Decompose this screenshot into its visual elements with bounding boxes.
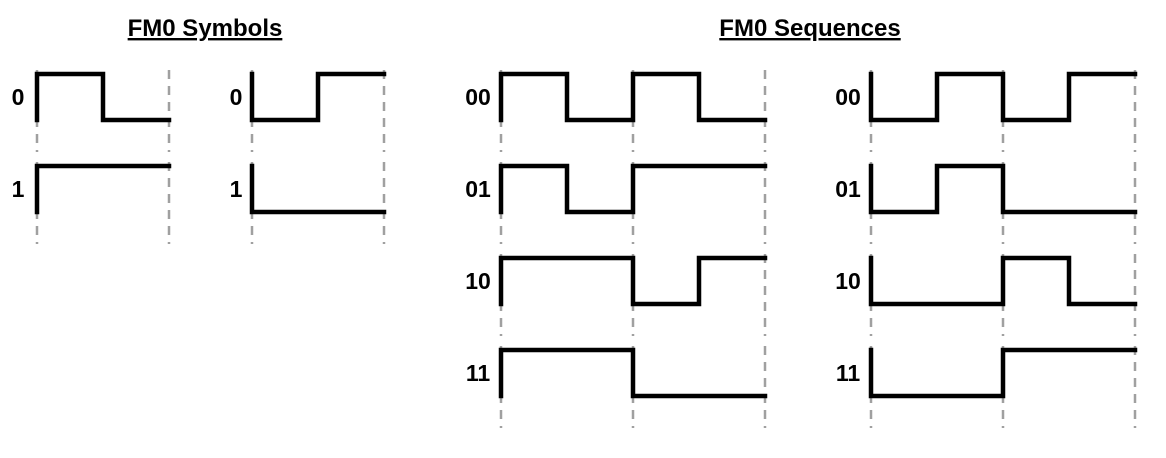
- bit-label: 1: [230, 176, 243, 202]
- waveform: [249, 163, 387, 215]
- bit-label: 11: [466, 360, 491, 386]
- sequence-4: 00: [835, 70, 1138, 152]
- sequences-title: FM0 Sequences: [719, 15, 900, 42]
- sequence-1: 01: [465, 162, 768, 244]
- sequences-group: 00 01 10 11 00 01 10 11: [465, 70, 1138, 428]
- bit-label: 00: [465, 84, 491, 110]
- waveform: [34, 71, 172, 123]
- waveform: [868, 347, 1138, 399]
- symbol-3: 1: [230, 162, 387, 244]
- symbols-group: 0 1 0 1: [12, 70, 387, 244]
- bit-label: 0: [230, 84, 243, 110]
- waveform: [498, 163, 768, 215]
- bit-label: 0: [12, 84, 25, 110]
- waveform: [498, 347, 768, 399]
- sequence-7: 11: [836, 346, 1138, 428]
- bit-label: 10: [835, 268, 861, 294]
- symbol-0: 0: [12, 70, 172, 152]
- waveform: [868, 71, 1138, 123]
- sequence-6: 10: [835, 254, 1138, 336]
- waveform: [498, 255, 768, 307]
- bit-label: 11: [836, 360, 861, 386]
- bit-label: 01: [465, 176, 491, 202]
- waveform: [498, 71, 768, 123]
- symbols-title: FM0 Symbols: [128, 15, 283, 42]
- symbol-2: 0: [230, 70, 387, 152]
- sequence-3: 11: [466, 346, 768, 428]
- waveform: [868, 255, 1138, 307]
- sequence-0: 00: [465, 70, 768, 152]
- bit-label: 10: [465, 268, 491, 294]
- sequence-2: 10: [465, 254, 768, 336]
- bit-label: 01: [835, 176, 861, 202]
- waveform: [249, 71, 387, 123]
- bit-label: 1: [12, 176, 25, 202]
- sequence-5: 01: [835, 162, 1138, 244]
- waveform: [868, 163, 1138, 215]
- bit-label: 00: [835, 84, 861, 110]
- symbol-1: 1: [12, 162, 172, 244]
- waveform: [34, 163, 172, 215]
